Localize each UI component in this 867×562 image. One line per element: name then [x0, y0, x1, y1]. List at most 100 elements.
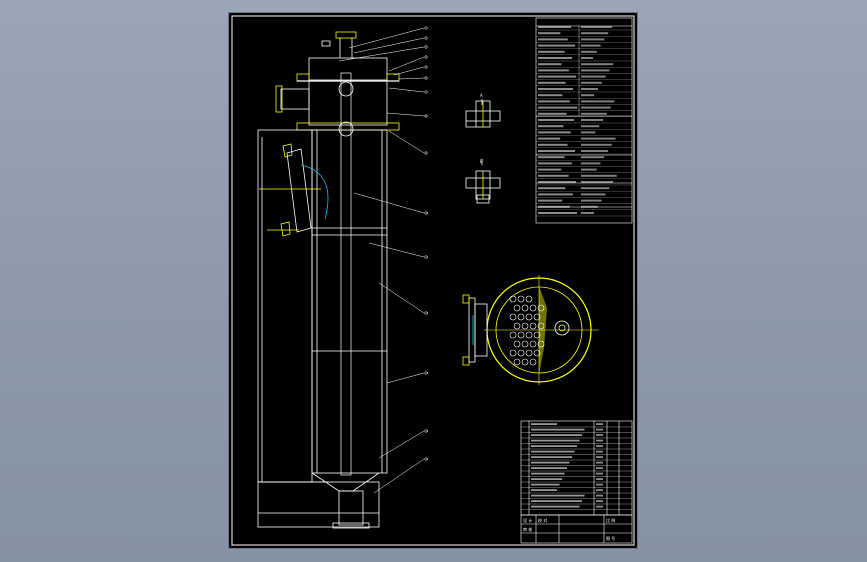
tube-hole [533, 331, 541, 339]
parts-row-qty [596, 450, 603, 453]
spec-row-value [581, 174, 617, 177]
tube-hole [509, 349, 517, 357]
side-manway [259, 143, 329, 237]
spec-row-text [538, 193, 573, 196]
leader-balloon [424, 311, 428, 315]
spec-row-text [538, 44, 576, 47]
spec-row-text [538, 162, 572, 165]
spec-row-text [538, 199, 563, 202]
parts-row-qty [596, 428, 603, 431]
parts-row-text [531, 456, 572, 458]
parts-row-qty [596, 472, 603, 475]
spec-row-text [538, 26, 571, 28]
tube-hole [521, 322, 529, 330]
parts-row-qty [596, 500, 603, 502]
spec-row-text [538, 174, 569, 177]
parts-row-text [531, 428, 585, 431]
leader-balloon [424, 457, 428, 461]
leader-number: 7 [425, 91, 427, 94]
leader-line [373, 458, 425, 494]
spec-row-value [581, 50, 597, 53]
spec-row-text [538, 69, 569, 72]
title-label-drawing-no: 图 号 [606, 535, 615, 541]
leader-number: 6 [425, 77, 427, 80]
tube-hole [529, 340, 537, 348]
spec-row-value [581, 63, 614, 66]
spec-row-text [538, 131, 571, 134]
leader-number: 12 [425, 312, 428, 315]
spec-row-text [538, 75, 577, 78]
tube-hole [525, 349, 533, 357]
tubesheet-section-view [462, 275, 599, 385]
spec-row-value [581, 44, 601, 47]
spec-row-value [581, 75, 606, 78]
spec-row-text [538, 100, 570, 103]
spec-table-rows [536, 26, 632, 217]
tube-hole [517, 313, 525, 321]
spec-row-value [581, 125, 600, 128]
tube-hole [525, 331, 533, 339]
tube-hole [513, 304, 521, 312]
parts-row-text [531, 489, 557, 491]
leader-number: 14 [425, 430, 428, 433]
spec-row-value [581, 150, 608, 152]
leader-balloon [424, 55, 428, 59]
tube-hole [517, 331, 525, 339]
tube-hole [513, 358, 521, 366]
spec-row-text [538, 212, 577, 214]
leader-line [388, 87, 425, 93]
tube-hole [509, 313, 517, 321]
spec-row-text [538, 119, 574, 121]
title-label-design: 设 计 [523, 517, 532, 523]
spec-row-text [538, 94, 563, 97]
parts-row-text [531, 423, 557, 425]
tube-hole [517, 295, 525, 303]
parts-row-text [531, 467, 567, 469]
spec-row-value [581, 187, 610, 190]
parts-row-text [531, 505, 580, 508]
spec-row-text [538, 125, 564, 128]
spec-row-text [538, 32, 561, 35]
spec-row-value [581, 205, 598, 208]
spec-row-value [581, 32, 609, 35]
parts-row-qty [596, 494, 603, 497]
detail-mark-b: B [480, 159, 483, 164]
leader-line [348, 27, 425, 49]
leader-number: 8 [425, 115, 427, 118]
parts-row-qty [596, 478, 603, 480]
tube-hole [529, 304, 537, 312]
spec-row-text [538, 50, 565, 53]
leader-balloon [424, 151, 428, 155]
tube-hole [533, 313, 541, 321]
spec-row-text [538, 181, 576, 183]
tube-hole [521, 340, 529, 348]
tube-hole-array [509, 295, 545, 366]
spec-row-text [538, 38, 568, 41]
leader-line [368, 242, 425, 258]
tube-hole [525, 313, 533, 321]
spec-row-value [581, 81, 602, 84]
spec-row-text [538, 106, 578, 109]
parts-row-text [531, 439, 580, 442]
parts-row-qty [596, 445, 603, 447]
spec-row-text [538, 112, 567, 115]
leader-line [353, 192, 425, 214]
parts-row-qty [596, 461, 603, 464]
spec-row-text [538, 81, 566, 84]
leader-number: 13 [425, 372, 428, 375]
parts-row-qty [596, 423, 603, 425]
spec-row-text [538, 168, 562, 171]
leader-line [388, 56, 425, 72]
drawing-frame [231, 15, 635, 546]
spec-row-text [538, 137, 561, 140]
parts-row-qty [596, 456, 603, 458]
tube-hole [529, 358, 537, 366]
spec-row-text [538, 88, 573, 90]
parts-row-text [531, 450, 575, 453]
tube-hole [509, 331, 517, 339]
spec-row-value [581, 193, 606, 196]
spec-row-value [581, 162, 601, 165]
parts-row-qty [596, 439, 603, 442]
leader-line [338, 46, 425, 62]
